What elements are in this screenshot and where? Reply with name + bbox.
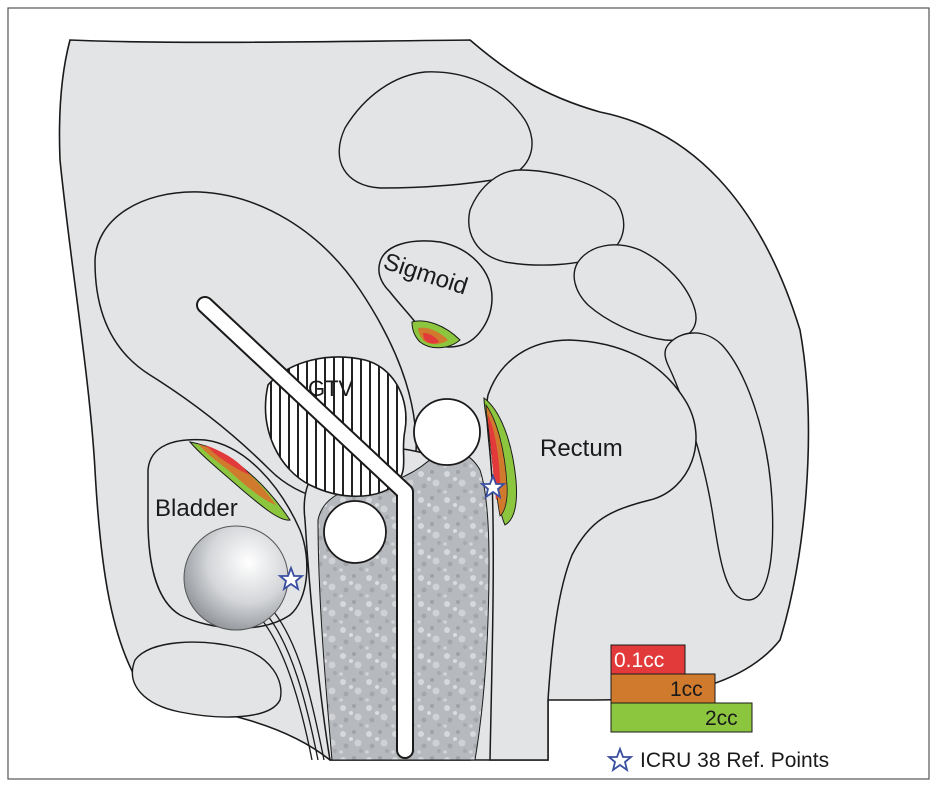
legend-ref-points-label: ICRU 38 Ref. Points <box>640 749 829 772</box>
foley-balloon <box>184 526 288 630</box>
legend-label-2cc: 2cc <box>705 707 738 730</box>
legend-label-0.1cc: 0.1cc <box>614 649 664 672</box>
ovoid-lower <box>324 501 386 563</box>
legend-label-1cc: 1cc <box>670 678 703 701</box>
label-gtv: GTV <box>308 376 354 401</box>
label-rectum: Rectum <box>540 435 623 462</box>
label-bladder: Bladder <box>155 495 238 522</box>
ovoid-upper <box>414 399 480 465</box>
